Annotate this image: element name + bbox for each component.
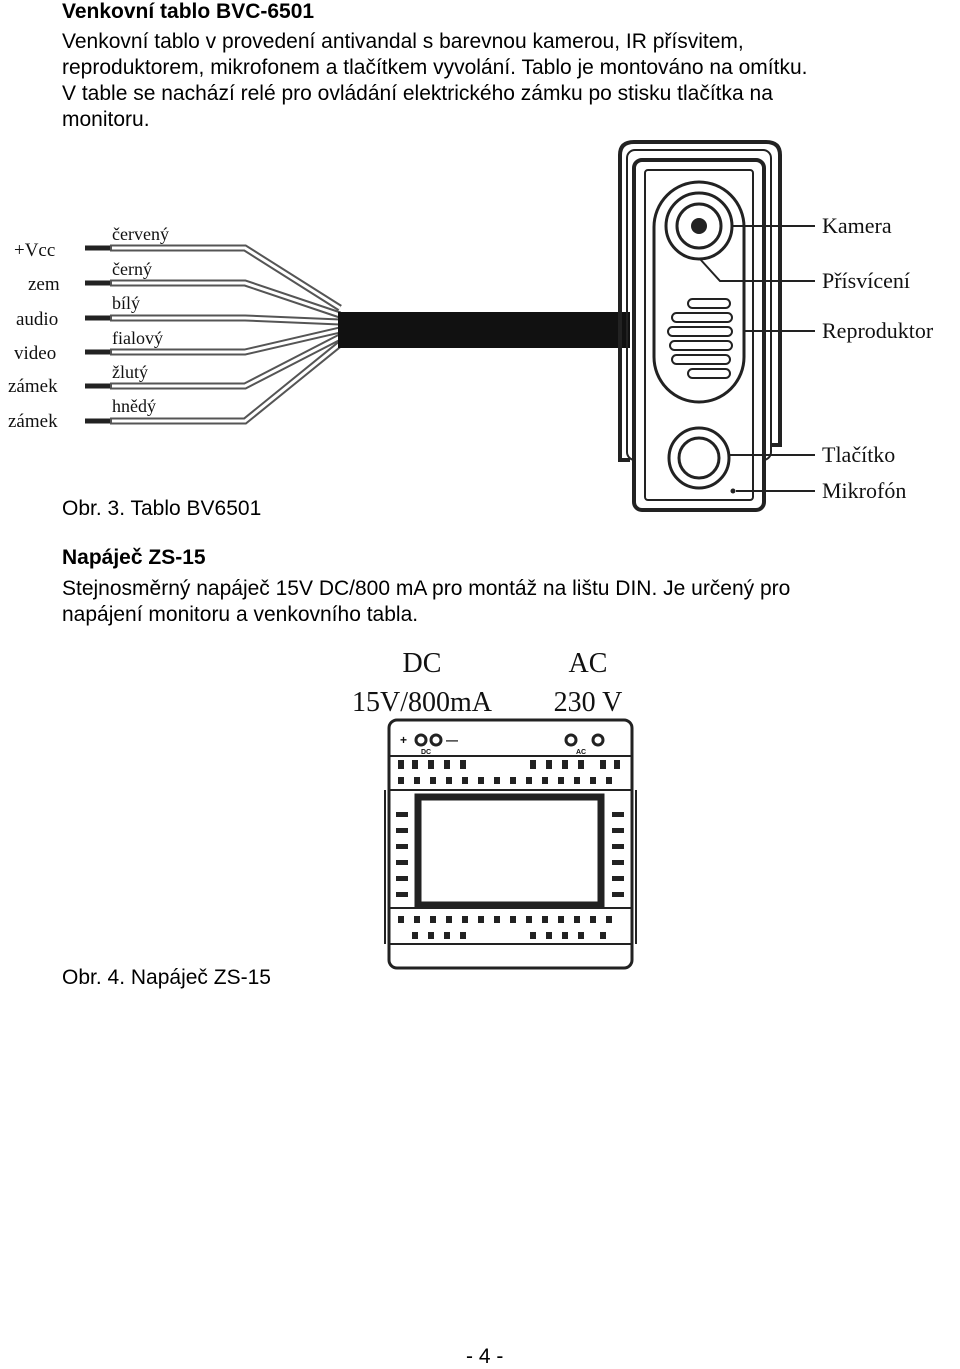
wire-color-label: hnědý (112, 396, 156, 416)
wire-function-label: video (14, 343, 56, 364)
power-supply-diagram: DC 15V/800mA AC 230 V + — DC AC (352, 648, 637, 970)
paragraph-line: Stejnosměrný napáječ 15V DC/800 mA pro m… (62, 577, 791, 600)
call-button-icon (667, 426, 731, 490)
dc-minus-mark: — (446, 733, 458, 747)
cable (338, 312, 630, 348)
dc-terminals: + — DC (400, 733, 458, 756)
wire-function-label: +Vcc (14, 240, 55, 261)
speaker-grille-icon (667, 298, 733, 379)
panel-label-ir-light: Přísvícení (822, 268, 910, 293)
ac-value: 230 V (554, 687, 623, 718)
page-number: - 4 - (466, 1345, 504, 1368)
panel-label-microphone: Mikrofón (822, 478, 906, 503)
ac-terminal-label: AC (576, 749, 586, 756)
power-supply-description: Stejnosměrný napáječ 15V DC/800 mA pro m… (62, 576, 790, 628)
panel-label-speaker: Reproduktor (822, 318, 934, 343)
wire-color-label: žlutý (112, 362, 148, 382)
section-heading-power-supply: Napáječ ZS-15 (62, 546, 206, 569)
panel-label-button: Tlačítko (822, 442, 895, 467)
panel-label-camera: Kamera (822, 213, 892, 238)
wire-color-label: červený (112, 224, 169, 244)
wire-color-label: fialový (112, 328, 163, 348)
section-heading-outdoor-panel: Venkovní tablo BVC-6501 (62, 0, 315, 23)
wire-function-label: zámek (8, 411, 58, 432)
figure-caption: Obr. 3. Tablo BV6501 (62, 497, 262, 520)
microphone-icon (730, 488, 736, 494)
figure-caption: Obr. 4. Napáječ ZS-15 (62, 966, 271, 989)
ac-terminals: AC (564, 733, 605, 756)
front-window (414, 793, 605, 909)
dc-label: DC (403, 648, 442, 679)
ac-label: AC (569, 648, 608, 679)
panel-mounting-frame (618, 140, 782, 462)
wire-function-label: audio (16, 309, 58, 330)
dc-value: 15V/800mA (352, 687, 493, 718)
dc-plus-mark: + (400, 733, 407, 747)
camera-speaker-module (652, 180, 746, 404)
paragraph-line: Venkovní tablo v provedení antivandal s … (62, 30, 744, 53)
wire-function-label: zámek (8, 376, 58, 397)
paragraph-line: monitoru. (62, 108, 150, 131)
wire-color-label: bílý (112, 293, 140, 313)
paragraph-line: V table se nachází relé pro ovládání ele… (62, 82, 773, 105)
paragraph-line: reproduktorem, mikrofonem a tlačítkem vy… (62, 56, 808, 79)
wire-color-label: černý (112, 259, 152, 279)
dc-terminal-label: DC (421, 749, 431, 756)
outdoor-panel-description: Venkovní tablo v provedení antivandal s … (62, 29, 807, 133)
paragraph-line: napájení monitoru a venkovního tabla. (62, 603, 419, 626)
outdoor-panel-diagram: +Vcc zem audio video zámek zámek červený… (8, 140, 934, 512)
wire-function-label: zem (28, 274, 60, 295)
wire-stubs (85, 245, 110, 424)
camera-lens-icon (664, 191, 734, 261)
